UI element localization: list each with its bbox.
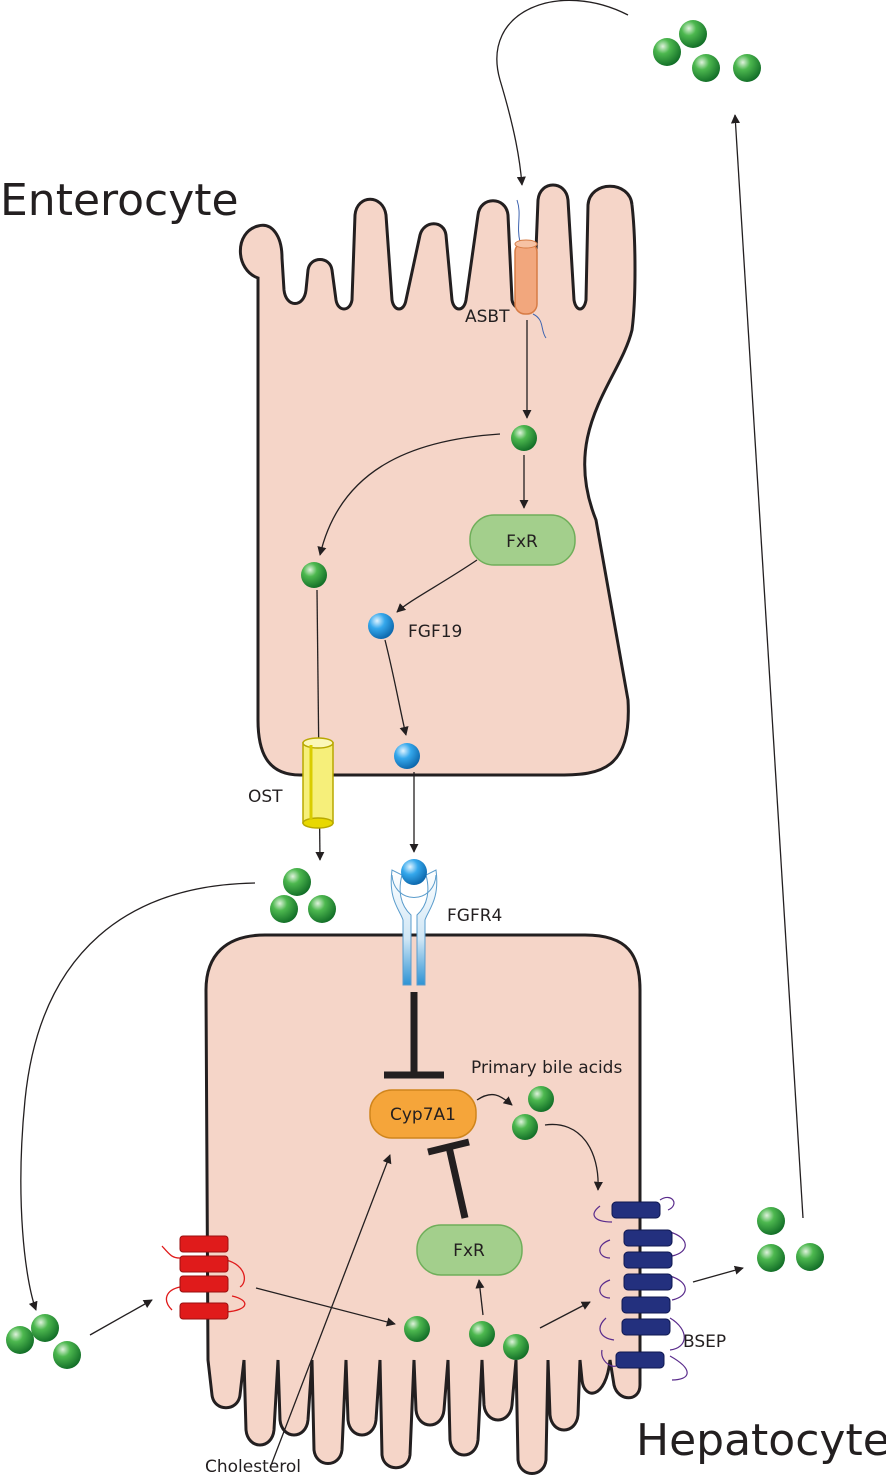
bile-acid-to-fxr-hep-arrow xyxy=(475,1279,485,1316)
fgf19-label: FGF19 xyxy=(408,622,462,642)
fxr-hepatocyte-label: FxR xyxy=(453,1241,485,1261)
bsep-efflux-arrow xyxy=(692,1265,744,1283)
bile-acid-transcytosis-arrow xyxy=(317,433,501,556)
bile-acid-molecule xyxy=(301,562,327,588)
enterocyte-title: Enterocyte xyxy=(0,175,239,226)
ost-transporter xyxy=(302,737,334,829)
bile-acid-molecule xyxy=(469,1321,495,1347)
fgf19-molecule xyxy=(368,613,394,639)
fgf19-secretion-arrow xyxy=(384,639,409,736)
portal-circulation-arrow xyxy=(20,882,256,1311)
cyp7a1-synthesis-arrow xyxy=(476,1093,513,1106)
primary-bile-acids-label: Primary bile acids xyxy=(471,1058,622,1078)
fxr-enterocyte-box xyxy=(469,514,576,566)
bile-acid-molecule xyxy=(796,1243,824,1271)
bile-acid-molecule xyxy=(503,1334,529,1360)
cyp7a1-label: Cyp7A1 xyxy=(390,1105,456,1125)
asbt-label: ASBT xyxy=(465,307,510,327)
asbt-transporter xyxy=(514,199,547,339)
bile-acid-molecule xyxy=(404,1316,430,1342)
primary-to-bsep-arrow xyxy=(544,1123,603,1191)
fgf19-bound-molecule xyxy=(401,859,427,885)
bile-acid-molecule xyxy=(6,1326,34,1354)
fxr-inhibits-cyp7a1 xyxy=(427,1138,470,1219)
fgfr4-receptor xyxy=(390,869,438,986)
fxr-to-fgf19-arrow xyxy=(396,559,478,613)
bile-acid-molecule xyxy=(757,1207,785,1235)
bile-acid-molecule xyxy=(692,54,720,82)
hepatocyte-title: Hepatocyte xyxy=(636,1415,886,1466)
bile-acid-molecule xyxy=(511,425,537,451)
fgfr4-label: FGFR4 xyxy=(447,906,502,926)
bile-acid-molecule xyxy=(757,1244,785,1272)
bile-acid-molecule xyxy=(31,1314,59,1342)
bile-acid-molecule xyxy=(733,54,761,82)
bile-acid-molecule xyxy=(270,895,298,923)
ntcp-transporter xyxy=(161,1235,246,1320)
cholesterol-to-cyp7a1-arrow xyxy=(269,1154,392,1469)
bile-acid-molecule xyxy=(53,1341,81,1369)
return-to-intestine-arrow xyxy=(496,0,629,186)
fxr-enterocyte-label: FxR xyxy=(506,532,538,552)
cholesterol-label: Cholesterol xyxy=(205,1457,301,1476)
bsep-label: BSEP xyxy=(683,1332,726,1352)
fxr-hepatocyte-box xyxy=(416,1224,523,1276)
ntcp-to-cytosol-arrow xyxy=(255,1287,396,1327)
primary-bile-acid-molecule xyxy=(512,1114,538,1140)
fgf19-secreted-molecule xyxy=(394,743,420,769)
primary-bile-acid-molecule xyxy=(528,1086,554,1112)
bile-to-intestine-arrow xyxy=(730,114,804,1219)
ntcp-uptake-arrow xyxy=(89,1299,153,1336)
bile-acid-to-bsep-arrow xyxy=(539,1301,591,1329)
ost-label: OST xyxy=(248,787,283,807)
enterocyte-cell xyxy=(238,183,637,777)
bile-acid-molecule xyxy=(283,868,311,896)
bile-acid-molecule xyxy=(679,20,707,48)
hepatocyte-cell xyxy=(204,933,642,1475)
cyp7a1-box xyxy=(369,1089,477,1139)
bile-acid-molecules xyxy=(6,20,824,1369)
bile-acid-molecule xyxy=(308,895,336,923)
fgfr4-inhibits-cyp7a1 xyxy=(384,992,444,1079)
bsep-transporter xyxy=(593,1196,688,1381)
bile-acid-molecule xyxy=(653,38,681,66)
